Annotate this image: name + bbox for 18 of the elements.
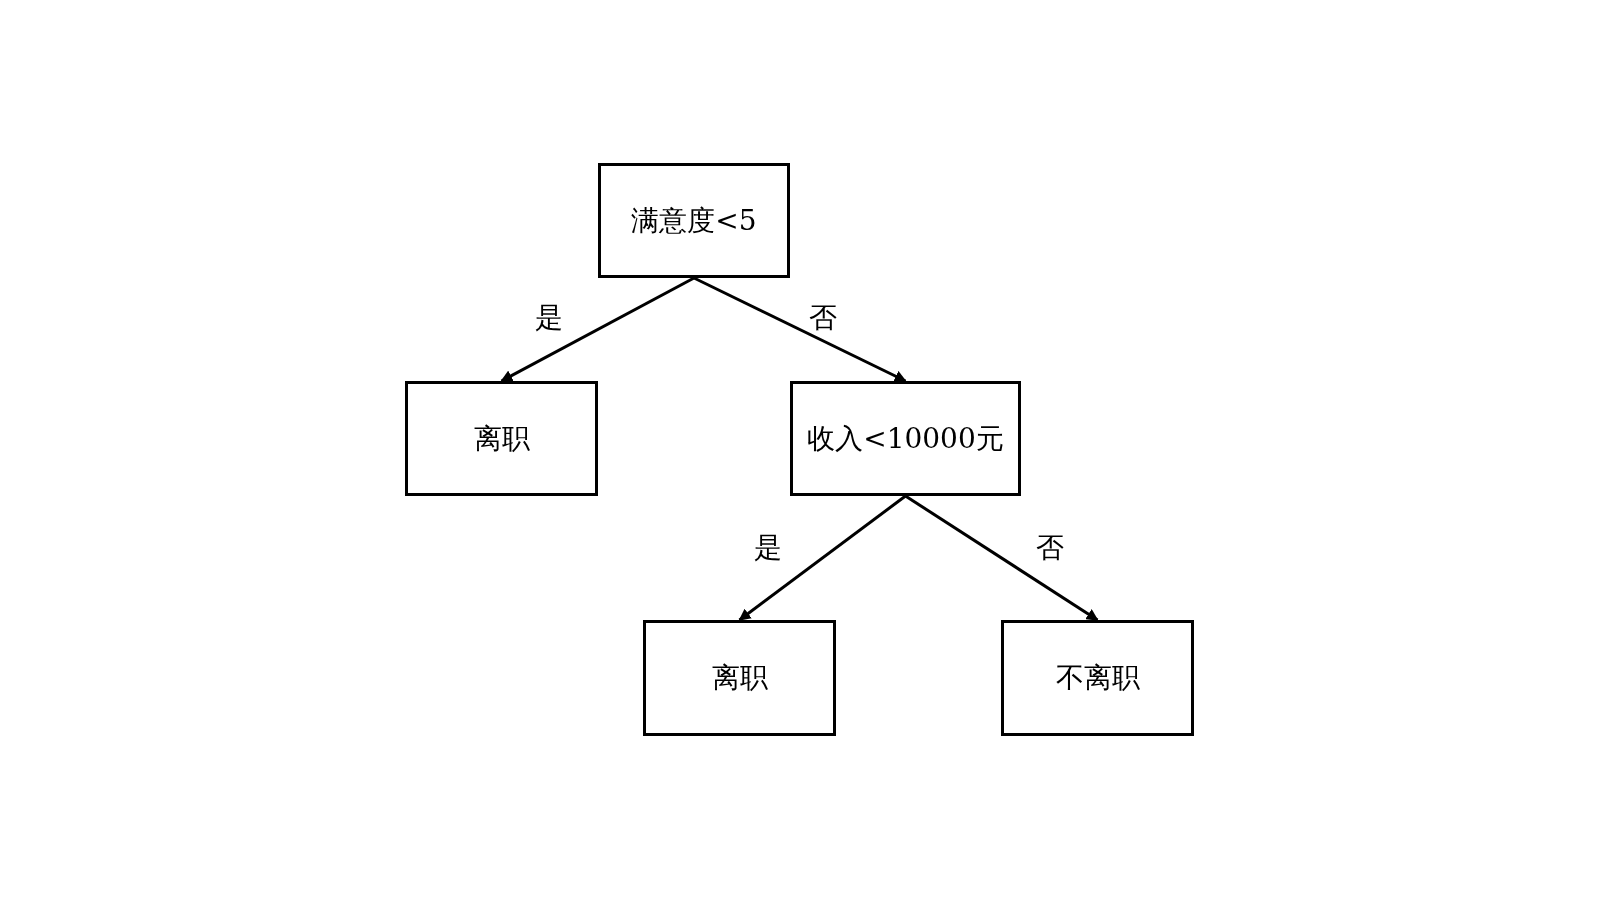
process-box	[1001, 620, 1194, 736]
edge-label: 否	[1036, 530, 1064, 566]
arrow	[693, 276, 907, 383]
arrow	[500, 276, 695, 383]
process-box	[598, 163, 790, 278]
process-box	[790, 381, 1021, 496]
edge-label: 是	[754, 530, 782, 566]
arrow	[904, 494, 1099, 622]
process-box	[405, 381, 598, 496]
process-box	[643, 620, 836, 736]
node-text: 离职	[473, 420, 530, 457]
node-text: 满意度<5	[631, 202, 757, 239]
arrow	[738, 494, 907, 622]
edge-label: 是	[535, 300, 563, 336]
node-text: 离职	[711, 660, 768, 696]
edge-label: 否	[809, 300, 837, 336]
node-text: 收入<10000元	[807, 420, 1004, 457]
node-text: 不离职	[1055, 660, 1140, 696]
